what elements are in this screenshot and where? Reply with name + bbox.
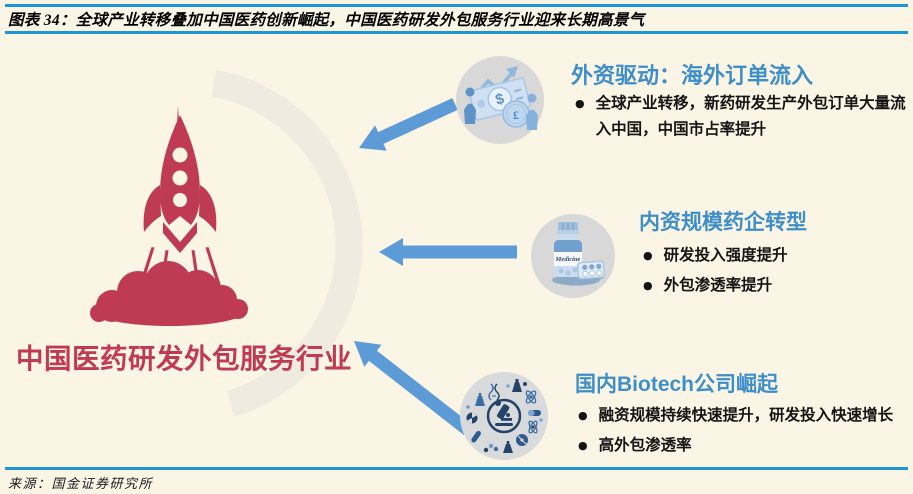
background-ring-arc bbox=[211, 69, 363, 417]
flow-arrow-middle bbox=[379, 238, 517, 266]
center-industry-label: 中国医药研发外包服务行业 bbox=[16, 343, 352, 374]
bullet-item: ● 全球产业转移，新药研发生产外包订单大量流入中国，中国市占率提升 bbox=[575, 91, 911, 143]
bullet-text: 研发投入强度提升 bbox=[663, 247, 788, 264]
bottle: Medicine bbox=[554, 222, 582, 277]
section-title-domestic-pharma: 内资规模药企转型 bbox=[639, 211, 807, 234]
medicine-bottle-icon: Medicine bbox=[531, 214, 615, 298]
flow-arrows bbox=[354, 98, 517, 436]
rocket-porthole bbox=[173, 193, 187, 207]
rocket-needle bbox=[177, 106, 179, 122]
bullet-marker: ● bbox=[643, 279, 653, 292]
figure-title: 图表 34：全球产业转移叠加中国医药创新崛起，中国医药研发外包服务行业迎来长期高… bbox=[8, 12, 645, 29]
section-bullets-overseas: ● 全球产业转移，新药研发生产外包订单大量流入中国，中国市占率提升 bbox=[575, 91, 911, 147]
rocket-fin-right bbox=[199, 185, 217, 232]
coin-icon: £ bbox=[502, 100, 530, 128]
bullet-marker: ● bbox=[578, 439, 588, 452]
overseas-funding-icon: $ £ bbox=[456, 56, 544, 144]
rocket-body bbox=[160, 115, 200, 225]
source-note: 来源：国金证券研究所 bbox=[8, 476, 154, 491]
bullet-text: 外包渗透率提升 bbox=[663, 277, 773, 294]
svg-text:£: £ bbox=[513, 108, 519, 122]
section-title-overseas: 外资驱动：海外订单流入 bbox=[571, 63, 814, 88]
bullet-item: ● 融资规模持续快速提升，研发投入快速增长 bbox=[578, 403, 913, 429]
rocket-porthole bbox=[172, 147, 188, 163]
biotech-research-icon bbox=[460, 372, 548, 460]
bullet-item: ● 研发投入强度提升 bbox=[643, 243, 893, 269]
bullet-item: ● 外包渗透率提升 bbox=[643, 273, 893, 299]
bullet-text: 全球产业转移，新药研发生产外包订单大量流入中国，中国市占率提升 bbox=[595, 95, 906, 138]
pill-blister-icon bbox=[576, 260, 606, 280]
rocket-smoke-cloud bbox=[90, 261, 248, 326]
section-bullets-biotech: ● 融资规模持续快速提升，研发投入快速增长 ● 高外包渗透率 bbox=[578, 403, 913, 463]
science-doodads bbox=[466, 379, 543, 453]
flow-arrow-top bbox=[359, 98, 458, 151]
person-figure-icon bbox=[464, 87, 538, 130]
flow-arrow-bottom bbox=[354, 341, 472, 436]
rocket-fin-left bbox=[143, 185, 161, 232]
top-rule-line bbox=[5, 4, 908, 7]
bullet-text: 高外包渗透率 bbox=[598, 437, 692, 454]
rocket-launch-icon bbox=[90, 106, 248, 326]
bullet-item: ● 高外包渗透率 bbox=[578, 433, 913, 459]
microscope-icon bbox=[486, 398, 522, 434]
svg-text:Medicine: Medicine bbox=[555, 256, 581, 263]
rocket-flame-chevron bbox=[163, 222, 197, 253]
bullet-marker: ● bbox=[643, 249, 653, 262]
rocket-porthole bbox=[172, 170, 188, 186]
bottom-rule-line bbox=[5, 467, 908, 470]
bullet-text: 融资规模持续快速提升，研发投入快速增长 bbox=[598, 407, 894, 424]
section-bullets-domestic-pharma: ● 研发投入强度提升 ● 外包渗透率提升 bbox=[643, 243, 893, 303]
bullet-marker: ● bbox=[575, 97, 585, 110]
title-divider-line bbox=[5, 31, 908, 34]
bullet-marker: ● bbox=[578, 409, 588, 422]
section-title-biotech: 国内Biotech公司崛起 bbox=[575, 373, 779, 396]
